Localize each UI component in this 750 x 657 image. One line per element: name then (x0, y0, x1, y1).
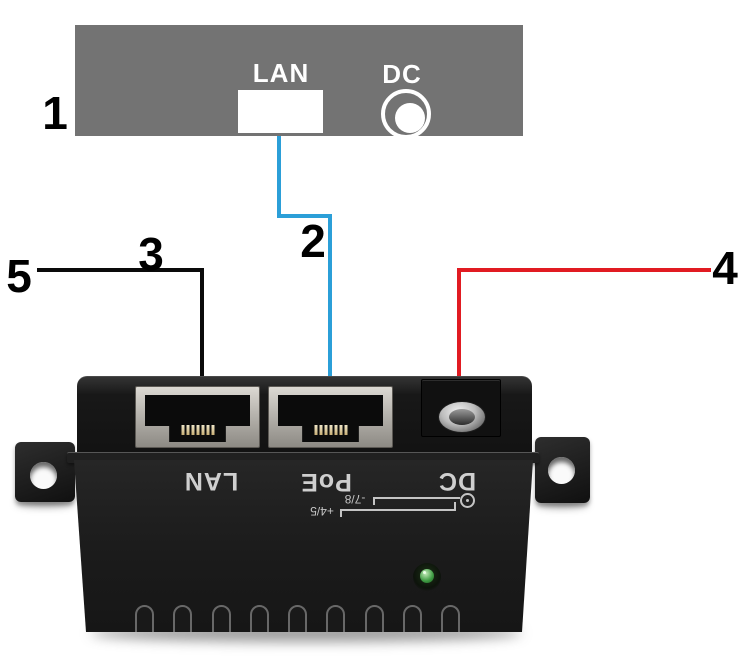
rj45-port-poe (268, 386, 393, 448)
dc-jack-barrel (438, 401, 486, 433)
rj45-poe-opening (278, 395, 383, 442)
callout-1: 1 (42, 87, 68, 139)
polarity-tick-positive (340, 509, 342, 517)
screw-hole-left (30, 462, 57, 489)
dc-jack-panel (421, 379, 501, 437)
vent-slot (211, 605, 231, 632)
left-ear-shadow (16, 499, 74, 507)
vent-slot (326, 605, 346, 632)
callout-3: 3 (138, 228, 164, 280)
polarity-tip-icon (460, 493, 475, 508)
router-dc-jack-pin (395, 103, 425, 133)
callout-4: 4 (712, 242, 738, 294)
rj45-port-lan (135, 386, 260, 448)
silkscreen-polarity-negative: -7/8 (344, 492, 366, 506)
polarity-line-negative (373, 497, 460, 499)
polarity-line-positive (340, 509, 456, 511)
injector-flange (67, 452, 539, 463)
silkscreen-dc-label: DC (437, 467, 477, 495)
callout-5: 5 (6, 250, 32, 302)
red-pointer-horizontal (457, 268, 711, 272)
polarity-riser (454, 502, 456, 511)
vent-slot (364, 605, 384, 632)
router-dc-jack-icon (381, 89, 431, 139)
led-glint (423, 571, 426, 574)
right-ear-shadow (536, 500, 588, 508)
rj45-lan-opening (145, 395, 250, 442)
silkscreen-lan-label: LAN (183, 467, 239, 495)
polarity-tick-negative (373, 497, 375, 505)
silkscreen-polarity-positive: +4/5 (310, 504, 334, 518)
vent-slot (249, 605, 269, 632)
vent-slot (441, 605, 460, 632)
vent-slot (173, 605, 193, 632)
red-pointer-vertical (457, 268, 461, 380)
rj45-lan-pins (181, 425, 214, 435)
blue-cable-segment-1 (277, 136, 281, 218)
black-pointer-horizontal (37, 268, 204, 272)
router-lan-port (238, 90, 323, 133)
router-dc-label: DC (382, 59, 422, 89)
blue-cable-segment-2 (277, 214, 332, 218)
vent-slots (135, 605, 460, 632)
router-lan-label: LAN (252, 58, 310, 88)
screw-hole-right (548, 457, 575, 484)
rj45-poe-pins (314, 425, 347, 435)
black-pointer-vertical (200, 268, 204, 380)
vent-slot (288, 605, 307, 632)
router-box: LAN DC (75, 25, 523, 139)
vent-slot (135, 605, 154, 632)
callout-2: 2 (300, 215, 326, 267)
silkscreen-poe-label: PoE (300, 468, 352, 496)
vent-slot (402, 605, 422, 632)
injector-body: LAN PoE DC -7/8 +4/5 (74, 460, 533, 632)
dc-jack-hole (449, 409, 475, 425)
blue-cable-segment-3 (328, 214, 332, 380)
